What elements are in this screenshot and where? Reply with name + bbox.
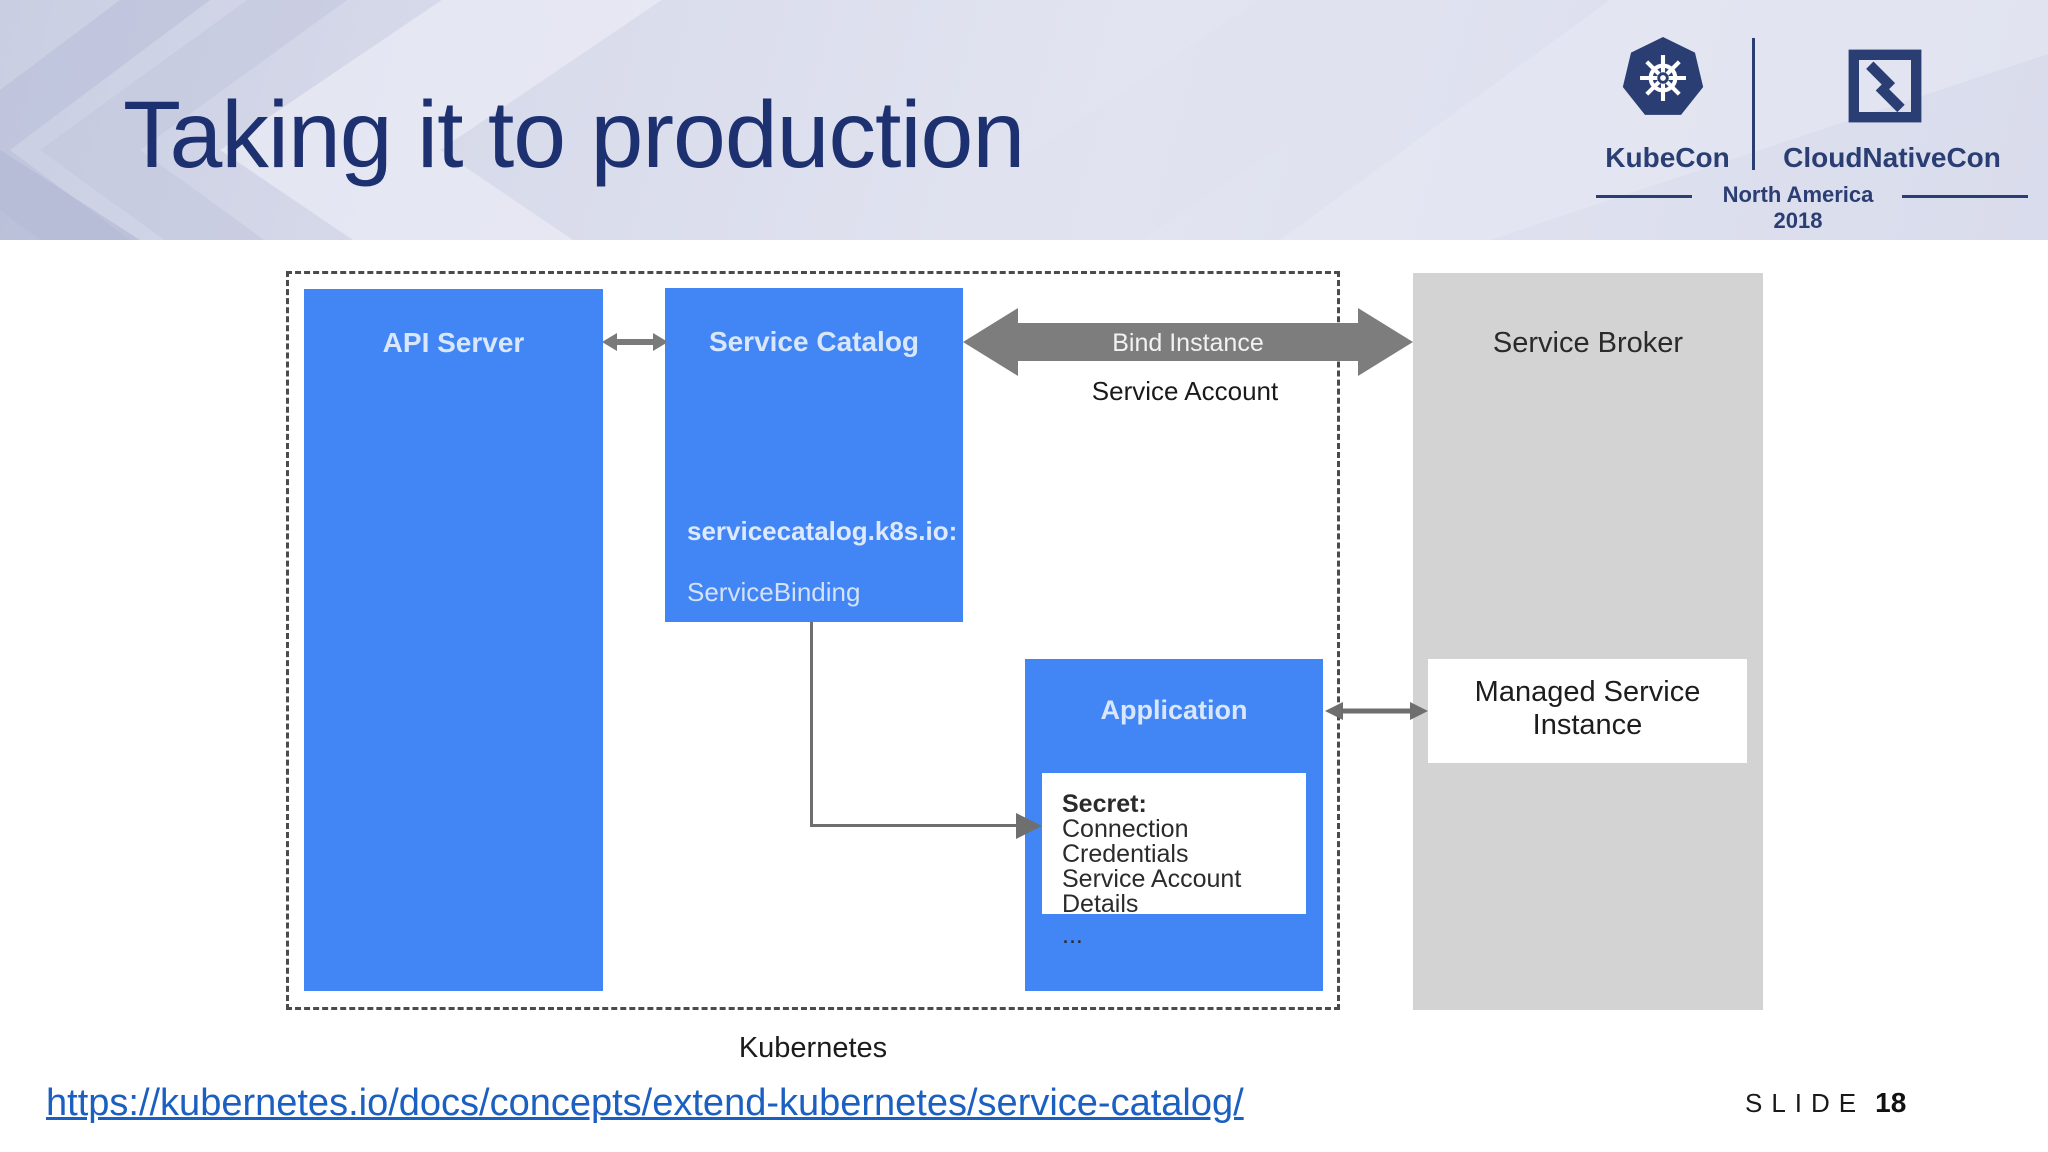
brand-divider	[1752, 38, 1755, 170]
secret-line: Connection Credentials	[1062, 815, 1189, 868]
kubecon-label: KubeCon	[1605, 142, 1730, 173]
application-instance-arrow	[1325, 702, 1428, 720]
secret-title: Secret:	[1062, 790, 1147, 818]
bind-instance-arrow	[963, 308, 1413, 376]
service-catalog-node: Service Catalog servicecatalog.k8s.io: S…	[665, 288, 963, 622]
kubernetes-cluster-label: Kubernetes	[738, 1032, 888, 1064]
service-catalog-resource: ServiceBinding	[687, 577, 861, 607]
service-catalog-title: Service Catalog	[708, 326, 920, 357]
event-line-right	[1902, 195, 2028, 198]
slide-number: SLIDE 18	[1745, 1087, 1906, 1119]
event-label: North America 2018	[1722, 182, 1874, 233]
cloudnativecon-icon	[1848, 49, 1922, 123]
service-account-label: Service Account	[1091, 376, 1279, 406]
event-line-left	[1596, 195, 1692, 198]
service-catalog-api-group: servicecatalog.k8s.io:	[687, 516, 958, 546]
application-title: Application	[1100, 695, 1248, 725]
slide-number-value: 18	[1875, 1087, 1907, 1118]
slide-title: Taking it to production	[123, 82, 1025, 188]
secret-line: Service Account Details	[1062, 865, 1242, 918]
secret-line: ...	[1062, 921, 1083, 949]
catalog-secret-connector-horizontal	[810, 824, 1016, 827]
header-banner: Taking it to production	[0, 0, 2048, 240]
bind-instance-label: Bind Instance	[1112, 329, 1264, 357]
api-catalog-arrow	[602, 333, 668, 351]
api-server-node: API Server	[304, 289, 603, 991]
secret-node: Secret: Connection Credentials Service A…	[1042, 773, 1306, 948]
cloudnativecon-label: CloudNativeCon	[1783, 142, 2001, 173]
api-server-title: API Server	[382, 327, 525, 358]
managed-service-instance-node: Managed Service Instance	[1428, 659, 1747, 763]
catalog-secret-connector-vertical	[810, 622, 813, 827]
kubernetes-cluster-boundary	[286, 271, 1340, 1010]
docs-link[interactable]: https://kubernetes.io/docs/concepts/exte…	[46, 1082, 1244, 1124]
catalog-secret-arrowhead-icon	[1016, 813, 1042, 839]
service-broker-node: Service Broker	[1413, 273, 1763, 1010]
kubecon-helm-icon	[1622, 37, 1704, 115]
slide-number-label: SLIDE	[1745, 1088, 1866, 1118]
service-broker-title: Service Broker	[1492, 327, 1684, 359]
